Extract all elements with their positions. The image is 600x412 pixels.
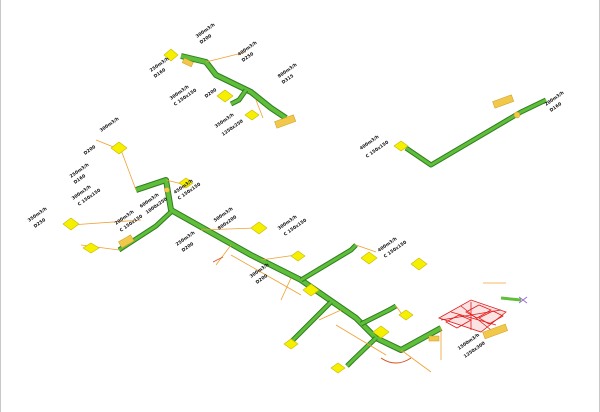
branch-line — [318, 309, 342, 321]
fitting-icon — [181, 57, 194, 68]
fitting-icon — [513, 111, 521, 119]
flex-connector — [380, 357, 412, 364]
diffuser-icon — [216, 89, 234, 103]
system-a — [163, 48, 297, 129]
branch-line — [260, 254, 297, 261]
branch-line — [280, 277, 292, 301]
ahu-outline — [450, 311, 497, 326]
branch-line — [400, 349, 432, 373]
branch-line — [205, 51, 247, 63]
branch-lines — [70, 139, 506, 373]
diffusers — [62, 141, 428, 374]
branch-duct — [345, 336, 378, 368]
diffuser-icon — [244, 109, 260, 121]
diffuser-icon — [410, 257, 428, 271]
branch-line — [70, 219, 142, 226]
branch-line — [120, 149, 137, 191]
diffuser-icon — [330, 362, 346, 374]
fitting-icon — [274, 114, 297, 129]
outlet-duct — [500, 296, 522, 302]
size-label: D200 — [204, 87, 218, 99]
duct-run — [230, 89, 248, 106]
system-c — [62, 139, 528, 374]
damper-icon — [518, 296, 528, 304]
diffuser-icon — [290, 250, 306, 262]
size-label: D200 — [83, 144, 97, 156]
diffuser-icon — [283, 338, 299, 350]
airflow-label: 300m3/h — [99, 116, 121, 134]
branch-line — [200, 227, 257, 231]
air-handling-unit — [438, 299, 507, 333]
fitting-icon — [164, 187, 170, 193]
diffuser-icon — [393, 140, 409, 152]
branch-line — [215, 244, 232, 266]
fitting-icon — [492, 94, 515, 109]
branch-line — [255, 99, 264, 119]
branch-line — [230, 254, 302, 296]
duct-run — [405, 98, 547, 167]
diffuser-icon — [360, 251, 378, 265]
main-duct — [135, 177, 443, 353]
system-b — [393, 94, 548, 168]
diffuser-icon — [62, 217, 80, 231]
branch-duct — [286, 300, 333, 347]
duct-run — [180, 54, 288, 120]
branch-duct — [360, 304, 397, 326]
diffuser-icon — [178, 177, 194, 189]
diffuser-icon — [163, 48, 179, 62]
branch-duct — [300, 243, 358, 282]
fitting-icon — [118, 234, 135, 249]
diffuser-icon — [372, 325, 390, 339]
damper-icon — [518, 296, 528, 304]
fitting-icon — [428, 335, 440, 342]
diffuser-icon — [250, 221, 268, 235]
diffuser-icon — [398, 309, 414, 321]
diffuser-icon — [110, 141, 128, 155]
flow-arrow — [212, 256, 224, 263]
diffuser-icon — [302, 283, 320, 297]
branch-line — [355, 244, 377, 253]
ahu-outline — [440, 309, 502, 321]
ahu-outline — [460, 305, 492, 331]
branch-line — [335, 324, 387, 356]
diffuser-icon — [82, 242, 100, 254]
main-duct — [135, 178, 442, 352]
fitting-icon — [482, 323, 508, 340]
